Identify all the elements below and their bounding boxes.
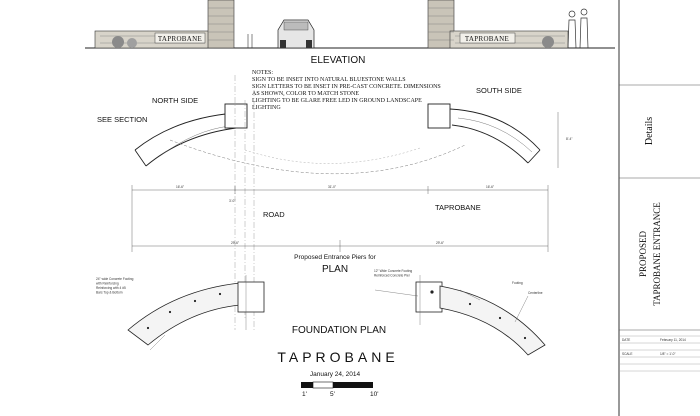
south-pier xyxy=(427,103,451,129)
foundation-label: Bars Top & Bottom xyxy=(96,291,123,295)
foundation-title: FOUNDATION PLAN xyxy=(292,325,386,336)
people-figures xyxy=(567,8,589,49)
elevation-sign-left: TAPROBANE xyxy=(158,35,202,43)
dim-south-span: 16'-6" xyxy=(486,185,494,189)
title-block-row-label: DATE xyxy=(622,338,630,342)
title-block-row-value: February 11, 2014 xyxy=(660,338,686,342)
foundation-centerline-label: Centerline xyxy=(528,291,543,295)
project-date: January 24, 2014 xyxy=(310,371,361,378)
title-block-line2: TAPROBANE ENTRANCE xyxy=(652,202,662,306)
scale-bar xyxy=(301,381,373,389)
project-block: TAPROBANE January 24, 2014 1' 5' 10' xyxy=(277,349,398,398)
plan-title: PLAN xyxy=(322,264,348,275)
notes: NOTES: SIGN TO BE INSET INTO NATURAL BLU… xyxy=(252,70,441,111)
dim-pier: 3'-0" xyxy=(229,199,235,203)
scale-tick: 10' xyxy=(370,391,378,398)
left-footing xyxy=(127,281,265,346)
south-arc-wall xyxy=(449,108,541,164)
scale-ticks: 1' 5' 10' xyxy=(302,391,378,398)
foundation-footing-label: Footing xyxy=(512,281,523,285)
foundation-label: Reinforced Concrete Pier xyxy=(374,274,411,278)
title-block-row-value: 1/8" = 1'-0" xyxy=(660,352,676,356)
note-line: SIGN TO BE INSET INTO NATURAL BLUESTONE … xyxy=(252,77,406,83)
plan-view: NORTH SIDE SOUTH SIDE SEE SECTION xyxy=(97,75,572,330)
plan-caption: Proposed Entrance Piers for xyxy=(294,254,376,261)
dim-overall-left: 29'-6" xyxy=(231,241,239,245)
note-line: LIGHTING TO BE GLARE FREE LED IN GROUND … xyxy=(252,98,422,104)
note-line: LIGHTING xyxy=(252,105,281,111)
foundation-label: Reinforcing with 4 #5 xyxy=(96,286,126,290)
note-line: AS SHOWN, COLOR TO MATCH STONE xyxy=(252,91,359,97)
note-line: SIGN LETTERS TO BE INSET IN PRE-CAST CON… xyxy=(252,84,441,90)
elevation-view: TAPROBANE TAPROBANE ELEVATION xyxy=(85,0,615,66)
elevation-title: ELEVATION xyxy=(311,55,366,66)
title-block-line1: PROPOSED xyxy=(638,230,648,277)
elevation-sign-right: TAPROBANE xyxy=(465,35,509,43)
car-illustration xyxy=(247,19,315,49)
title-block-section: Details xyxy=(644,117,655,145)
label-road: ROAD xyxy=(263,210,285,219)
dim-depth: 8'-4" xyxy=(566,137,572,141)
foundation-label: with Reinforcing xyxy=(96,282,119,286)
label-north-side: NORTH SIDE xyxy=(152,96,198,105)
foundation-label: 24" wide Concrete Footing xyxy=(96,277,134,281)
right-footing xyxy=(415,281,546,356)
dim-north-span: 16'-6" xyxy=(176,185,184,189)
title-block: Details PROPOSED TAPROBANE ENTRANCE DATE… xyxy=(618,0,700,416)
north-arc-wall xyxy=(134,112,237,167)
scale-tick: 5' xyxy=(330,391,335,398)
title-block-row-label: SCALE xyxy=(622,352,632,356)
label-taprobane: TAPROBANE xyxy=(435,203,481,212)
label-south-side: SOUTH SIDE xyxy=(476,86,522,95)
dim-middle-span: 31'-0" xyxy=(328,185,336,189)
scale-tick: 1' xyxy=(302,391,307,398)
project-name: TAPROBANE xyxy=(277,349,398,365)
notes-heading: NOTES: xyxy=(252,70,273,76)
north-pier xyxy=(224,103,248,129)
label-see-section: SEE SECTION xyxy=(97,115,147,124)
notes-lines: SIGN TO BE INSET INTO NATURAL BLUESTONE … xyxy=(252,77,441,111)
dim-overall-right: 29'-6" xyxy=(436,241,444,245)
foundation-label: 12" Wide Concrete Footing xyxy=(374,269,412,273)
